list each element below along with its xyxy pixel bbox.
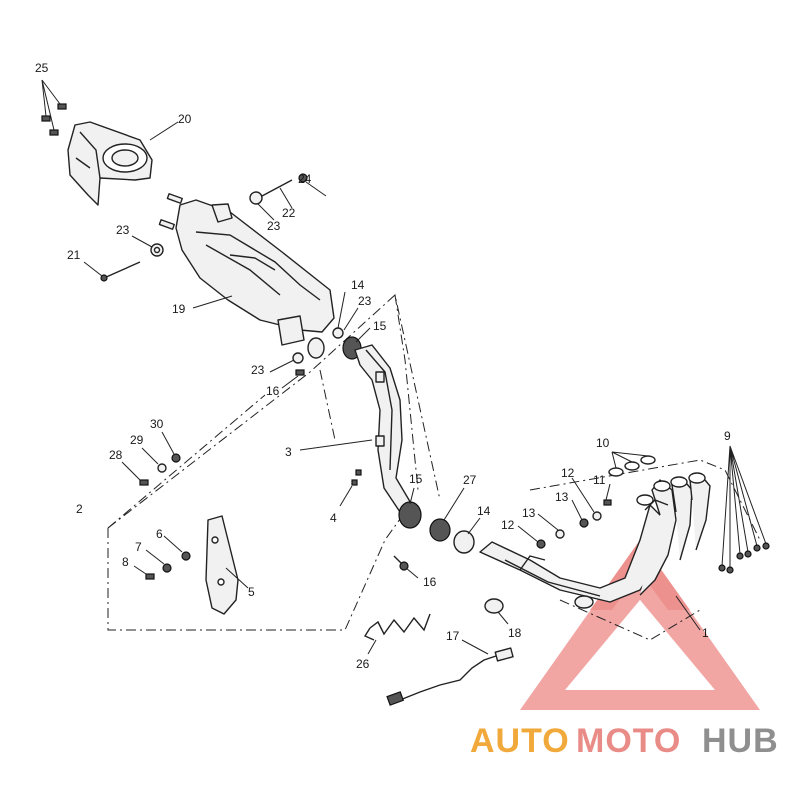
- callout-16-lower: 16: [423, 575, 437, 589]
- callout-23-top: 23: [267, 219, 281, 233]
- callout-12-upper: 12: [561, 466, 575, 480]
- callout-13-upper: 13: [555, 490, 569, 504]
- callout-30: 30: [150, 417, 164, 431]
- o2-sensor-part-17: [386, 639, 514, 706]
- callout-12-lower: 12: [501, 518, 515, 532]
- callout-19: 19: [172, 302, 186, 316]
- muffler-body-part-19: [158, 193, 335, 346]
- clamp-part-15-lower: [398, 487, 422, 529]
- wire-clip-part-26: [363, 613, 431, 655]
- callout-26: 26: [356, 657, 370, 671]
- callout-5: 5: [248, 585, 255, 599]
- nuts-parts-11-12-13: [517, 477, 612, 549]
- callout-13-lower: 13: [522, 506, 536, 520]
- header-pipes-part-1: [479, 472, 711, 631]
- callout-17: 17: [446, 629, 460, 643]
- bracket-part-5: [205, 515, 249, 615]
- fasteners-parts-28-29-30: [121, 431, 181, 486]
- callout-23-left: 23: [116, 223, 130, 237]
- callout-27: 27: [463, 473, 477, 487]
- watermark-word-hub: HUB: [702, 722, 779, 760]
- callout-23-low: 23: [251, 363, 265, 377]
- gasket-part-14-lower: [453, 517, 481, 554]
- bolt-part-16-lower: [393, 555, 419, 579]
- callout-23-mid: 23: [358, 294, 372, 308]
- callout-7: 7: [135, 540, 142, 554]
- rubber-mount-part-18: [484, 598, 509, 625]
- long-bolt-part-21: [83, 261, 141, 282]
- callout-15-lower: 15: [409, 472, 423, 486]
- gaskets-part-10: [608, 451, 656, 477]
- callout-3: 3: [285, 445, 292, 459]
- gasket-part-27: [429, 487, 465, 542]
- callout-8: 8: [122, 555, 129, 569]
- callout-18: 18: [508, 626, 522, 640]
- watermark-text: AUTO MOTO HUB: [470, 722, 779, 760]
- callout-28: 28: [109, 448, 123, 462]
- callout-2: 2: [76, 502, 83, 516]
- muffler-end-cap-part-20: [67, 121, 179, 206]
- callout-10: 10: [596, 436, 610, 450]
- nut-part-23-upper-left: [131, 235, 164, 257]
- washers-parts-6-7-8: [133, 535, 191, 580]
- callout-9: 9: [724, 429, 731, 443]
- watermark-word-auto: AUTO: [470, 722, 570, 760]
- callout-29: 29: [130, 433, 144, 447]
- watermark-word-moto: MOTO: [576, 722, 681, 760]
- callout-22: 22: [282, 206, 296, 220]
- callout-6: 6: [156, 527, 163, 541]
- callout-21: 21: [67, 248, 81, 262]
- callout-14-upper: 14: [351, 278, 365, 292]
- bolts-part-4: [339, 469, 362, 507]
- callout-14-lower: 14: [477, 504, 491, 518]
- callout-labels: 25 20 24 22 23 23 21 19 14 23 15 23 16 3…: [35, 61, 731, 671]
- callout-16-upper: 16: [266, 384, 280, 398]
- bolt-part-22: [249, 179, 293, 221]
- callout-20: 20: [178, 112, 192, 126]
- studs-part-9: [718, 445, 770, 574]
- callout-11: 11: [593, 473, 606, 487]
- callout-15-upper: 15: [373, 319, 387, 333]
- callout-24: 24: [298, 172, 312, 186]
- screws-part-25: [41, 79, 67, 136]
- bolt-part-24: [298, 173, 327, 197]
- callout-25: 25: [35, 61, 49, 75]
- callout-1: 1: [702, 626, 709, 640]
- callout-4: 4: [330, 511, 337, 525]
- mid-pipe-part-3: [299, 344, 413, 513]
